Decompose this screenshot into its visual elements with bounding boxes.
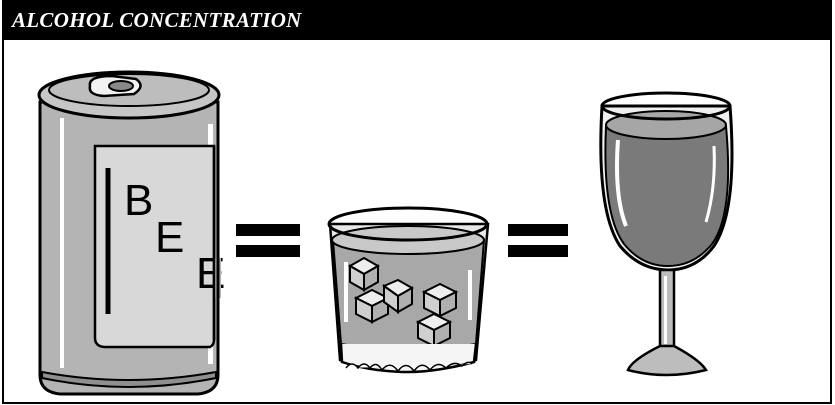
equals-sign-1 [236, 224, 300, 257]
rocks-glass-icon [329, 208, 488, 372]
can-label-letter-e1: E [155, 213, 184, 262]
beer-can-icon: B E E [39, 72, 225, 394]
can-label-letter-b: B [124, 176, 153, 225]
wine-glass-icon [601, 93, 732, 375]
equals-sign-2 [508, 224, 568, 257]
